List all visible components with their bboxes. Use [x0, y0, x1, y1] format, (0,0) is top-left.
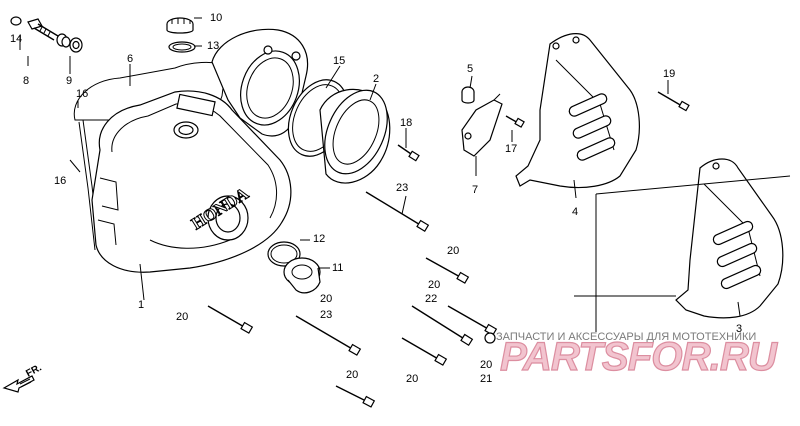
bolt-set [207, 191, 498, 408]
part-collar-5 [461, 86, 475, 104]
callout-11: 11 [332, 262, 343, 274]
callout-5: 5 [467, 63, 473, 75]
part-cover-housing [211, 28, 309, 137]
callout-20-b: 20 [428, 279, 440, 291]
part-bolt-17 [505, 115, 525, 128]
callout-1: 1 [138, 299, 144, 311]
front-direction-label: FR. [24, 362, 44, 379]
callout-labels: 10 13 14 8 9 6 16 16 1 15 2 18 5 17 7 4 … [10, 12, 742, 385]
callout-7: 7 [472, 184, 478, 196]
callout-20-e: 20 [480, 359, 492, 371]
part-bolt-18 [397, 144, 420, 162]
callout-22: 22 [425, 293, 437, 305]
callout-15: 15 [333, 55, 345, 67]
callout-20-c: 20 [320, 293, 332, 305]
callout-12: 12 [313, 233, 325, 245]
callout-4: 4 [572, 206, 578, 218]
callout-17: 17 [505, 143, 517, 155]
part-bracket-7 [461, 93, 503, 157]
watermark-logo: PARTSFOR.RU [500, 335, 778, 379]
part-washer-9 [69, 37, 83, 53]
divider-line [595, 175, 791, 195]
part-sprocket-cover-4 [515, 33, 640, 189]
callout-13: 13 [207, 40, 219, 52]
part-sprocket-cover-3 [675, 158, 784, 319]
callout-3: 3 [736, 323, 742, 335]
callout-23-a: 23 [396, 182, 408, 194]
callout-18: 18 [400, 117, 412, 129]
part-plug-11 [283, 257, 321, 294]
callout-16-b: 16 [54, 175, 66, 187]
callout-6: 6 [127, 53, 133, 65]
part-crankcase-cover-1: HONDA [91, 90, 292, 273]
part-bolt-19 [657, 91, 690, 112]
callout-19: 19 [663, 68, 675, 80]
callout-10: 10 [210, 12, 222, 24]
callout-20-a: 20 [447, 245, 459, 257]
callout-2: 2 [373, 73, 379, 85]
callout-9: 9 [66, 75, 72, 87]
part-cover-2 [319, 88, 391, 184]
watermark-caption: ЗАПЧАСТИ И АКСЕССУАРЫ ДЛЯ МОТОТЕХНИКИ [496, 331, 756, 343]
part-spacer-8 [56, 33, 71, 48]
callout-23-b: 23 [320, 309, 332, 321]
washer-21 [484, 332, 496, 344]
part-o-ring-14 [10, 16, 22, 26]
part-cap-10 [166, 17, 194, 34]
callout-21: 21 [480, 373, 492, 385]
part-bolt-14 [27, 18, 59, 41]
callout-14: 14 [10, 33, 22, 45]
callout-20-d: 20 [176, 311, 188, 323]
part-o-ring-13 [168, 41, 196, 53]
callout-20-f: 20 [406, 373, 418, 385]
front-direction-arrow-icon: FR. [2, 362, 44, 393]
watermark: ЗАПЧАСТИ И АКСЕССУАРЫ ДЛЯ МОТОТЕХНИКИ PA… [496, 331, 780, 380]
callout-16-a: 16 [76, 88, 88, 100]
leader-lines [19, 17, 741, 317]
callout-20-g: 20 [346, 369, 358, 381]
callout-8: 8 [23, 75, 29, 87]
